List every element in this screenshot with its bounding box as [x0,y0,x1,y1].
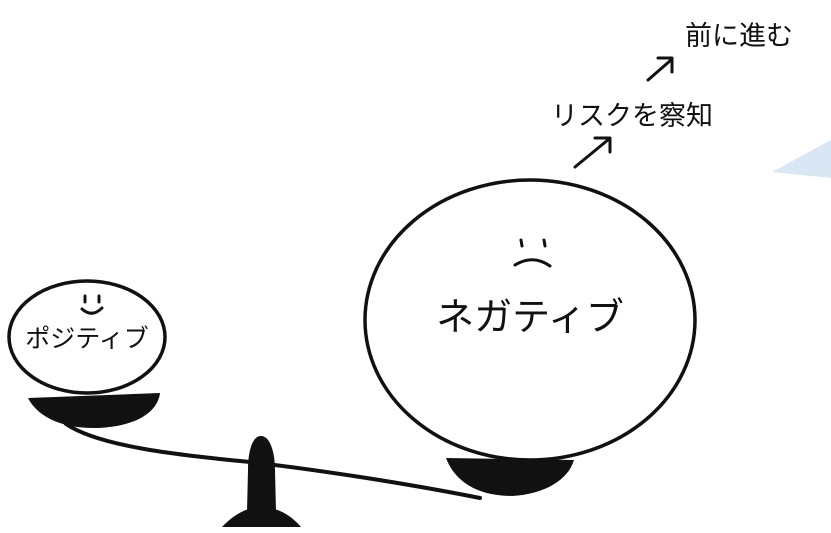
negative-circle [363,178,697,462]
fulcrum-stand [222,436,301,527]
negative-label: ネガティブ [436,295,624,339]
smile-face-icon [80,294,104,315]
up-right-arrow-icon [573,136,612,169]
right-pan [446,458,574,496]
left-pan [28,393,160,429]
forward-label: 前に進む [685,21,793,52]
positive-label: ポジティブ [25,324,149,353]
corner-accent-shape [772,140,831,178]
risk-label: リスクを察知 [551,101,713,132]
positive-circle [7,279,167,395]
frown-face-icon [513,238,552,268]
up-right-arrow-icon [646,56,674,82]
